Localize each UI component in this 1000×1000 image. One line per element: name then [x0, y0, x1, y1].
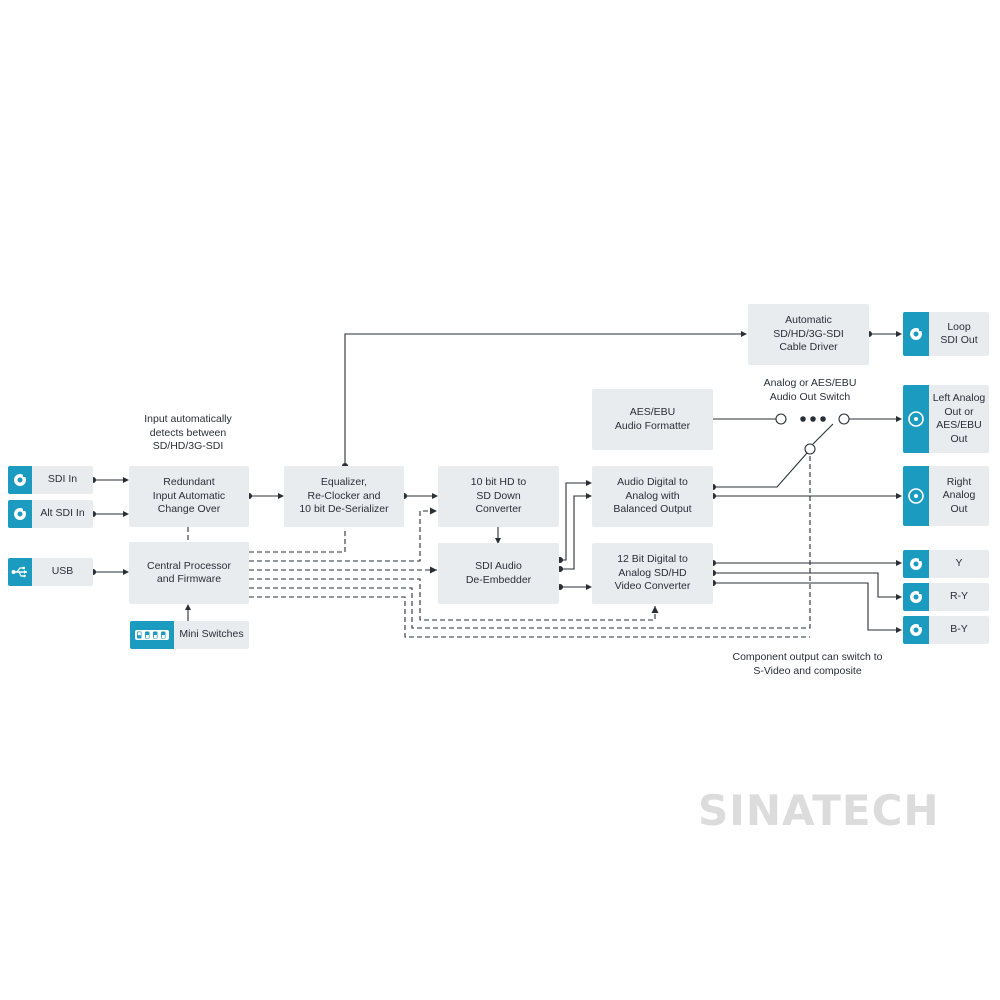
xlr-connector-icon	[903, 466, 929, 526]
sdi-in-port: SDI In	[8, 466, 93, 494]
sdi-in-label: SDI In	[47, 473, 78, 486]
b-y-out-label: B-Y	[950, 623, 968, 636]
video-dac-block: 12 Bit Digital to Analog SD/HD Video Con…	[592, 543, 713, 604]
audio-dac-block: Audio Digital to Analog with Balanced Ou…	[592, 466, 713, 527]
right-analog-out-port: Right Analog Out	[903, 466, 989, 526]
component-note: Component output can switch to S-Video a…	[732, 651, 883, 677]
xlr-connector-icon	[903, 385, 929, 453]
bnc-connector-icon	[8, 500, 32, 528]
down-converter-block: 10 bit HD to SD Down Converter	[438, 466, 559, 527]
watermark-logo: SINATECH	[698, 786, 940, 835]
r-y-out-label: R-Y	[949, 590, 969, 603]
r-y-out-port: R-Y	[903, 583, 989, 611]
usb-icon	[8, 558, 32, 586]
audio-switch-note: Analog or AES/EBU Audio Out Switch	[763, 377, 857, 403]
bnc-connector-icon	[8, 466, 32, 494]
aes-ebu-formatter-block: AES/EBU Audio Formatter	[592, 389, 713, 450]
usb-port: USB	[8, 558, 93, 586]
left-analog-out-label: Left Analog Out or AES/EBU Out	[932, 392, 986, 445]
left-analog-out-port: Left Analog Out or AES/EBU Out	[903, 385, 989, 453]
equalizer-block: Equalizer, Re-Clocker and 10 bit De-Seri…	[284, 466, 404, 527]
y-out-port: Y	[903, 550, 989, 578]
y-out-label: Y	[955, 557, 963, 570]
alt-sdi-in-label: Alt SDI In	[40, 507, 85, 520]
input-detect-note: Input automatically detects between SD/H…	[144, 413, 232, 452]
usb-label: USB	[51, 565, 74, 578]
mini-switches-label: Mini Switches	[179, 628, 244, 641]
bnc-connector-icon	[903, 550, 929, 578]
mini-switches-port: Mini Switches	[130, 621, 249, 649]
loop-sdi-out-label: Loop SDI Out	[940, 320, 978, 347]
bnc-connector-icon	[903, 583, 929, 611]
right-analog-out-label: Right Analog Out	[942, 475, 976, 515]
audio-de-embedder-block: SDI Audio De-Embedder	[438, 543, 559, 604]
b-y-out-port: B-Y	[903, 616, 989, 644]
cable-driver-block: Automatic SD/HD/3G-SDI Cable Driver	[748, 304, 869, 365]
loop-sdi-out-port: Loop SDI Out	[903, 312, 989, 356]
dip-switch-icon	[130, 621, 174, 649]
central-processor-block: Central Processor and Firmware	[129, 542, 249, 604]
bnc-connector-icon	[903, 312, 929, 356]
redundant-input-block: Redundant Input Automatic Change Over	[129, 466, 249, 527]
alt-sdi-in-port: Alt SDI In	[8, 500, 93, 528]
bnc-connector-icon	[903, 616, 929, 644]
